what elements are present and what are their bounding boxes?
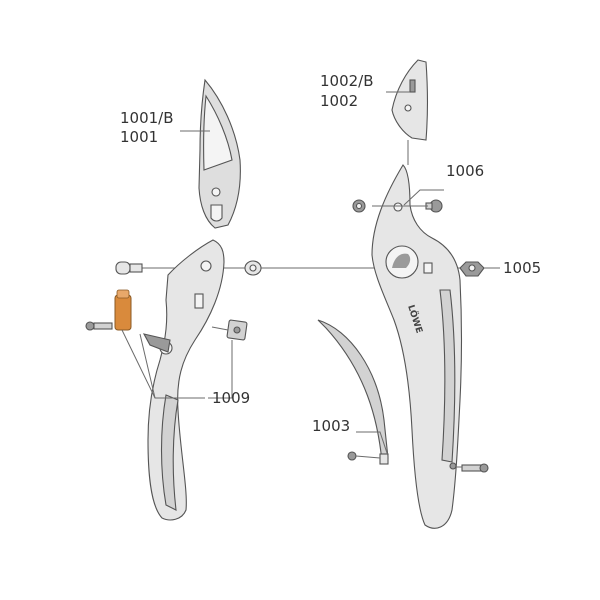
right-handle: LÖWE [371, 164, 463, 529]
bushing [244, 260, 262, 276]
callout-1005: 1005 [503, 259, 541, 277]
blade-1002 [391, 59, 429, 141]
orange-sleeve [114, 289, 132, 331]
pivot-nut-1005 [459, 261, 485, 277]
callout-1001b: 1001/B [120, 109, 174, 127]
square-nut [226, 319, 248, 341]
leader-1009-b [139, 333, 156, 399]
callout-1003: 1003 [312, 417, 350, 435]
left-handle [142, 239, 225, 521]
callout-1006: 1006 [446, 162, 484, 180]
leader-1006-a [403, 189, 444, 206]
nut-1006 [425, 199, 443, 213]
leader-left-handle-to-nut [211, 326, 229, 331]
callout-1002: 1002 [320, 92, 358, 110]
leader-spring-nut [355, 455, 381, 459]
leader-1003 [356, 431, 389, 457]
callout-1009: 1009 [212, 389, 250, 407]
pivot-bolt-left [115, 261, 143, 275]
spring-1003 [317, 319, 389, 465]
bolt-head-1006 [352, 199, 366, 213]
leader-1009-c [208, 340, 233, 399]
screw-right [461, 463, 489, 473]
screw-left [85, 321, 113, 331]
blade-1001 [198, 78, 241, 229]
callout-1001: 1001 [120, 128, 158, 146]
callout-1002b: 1002/B [320, 72, 374, 90]
